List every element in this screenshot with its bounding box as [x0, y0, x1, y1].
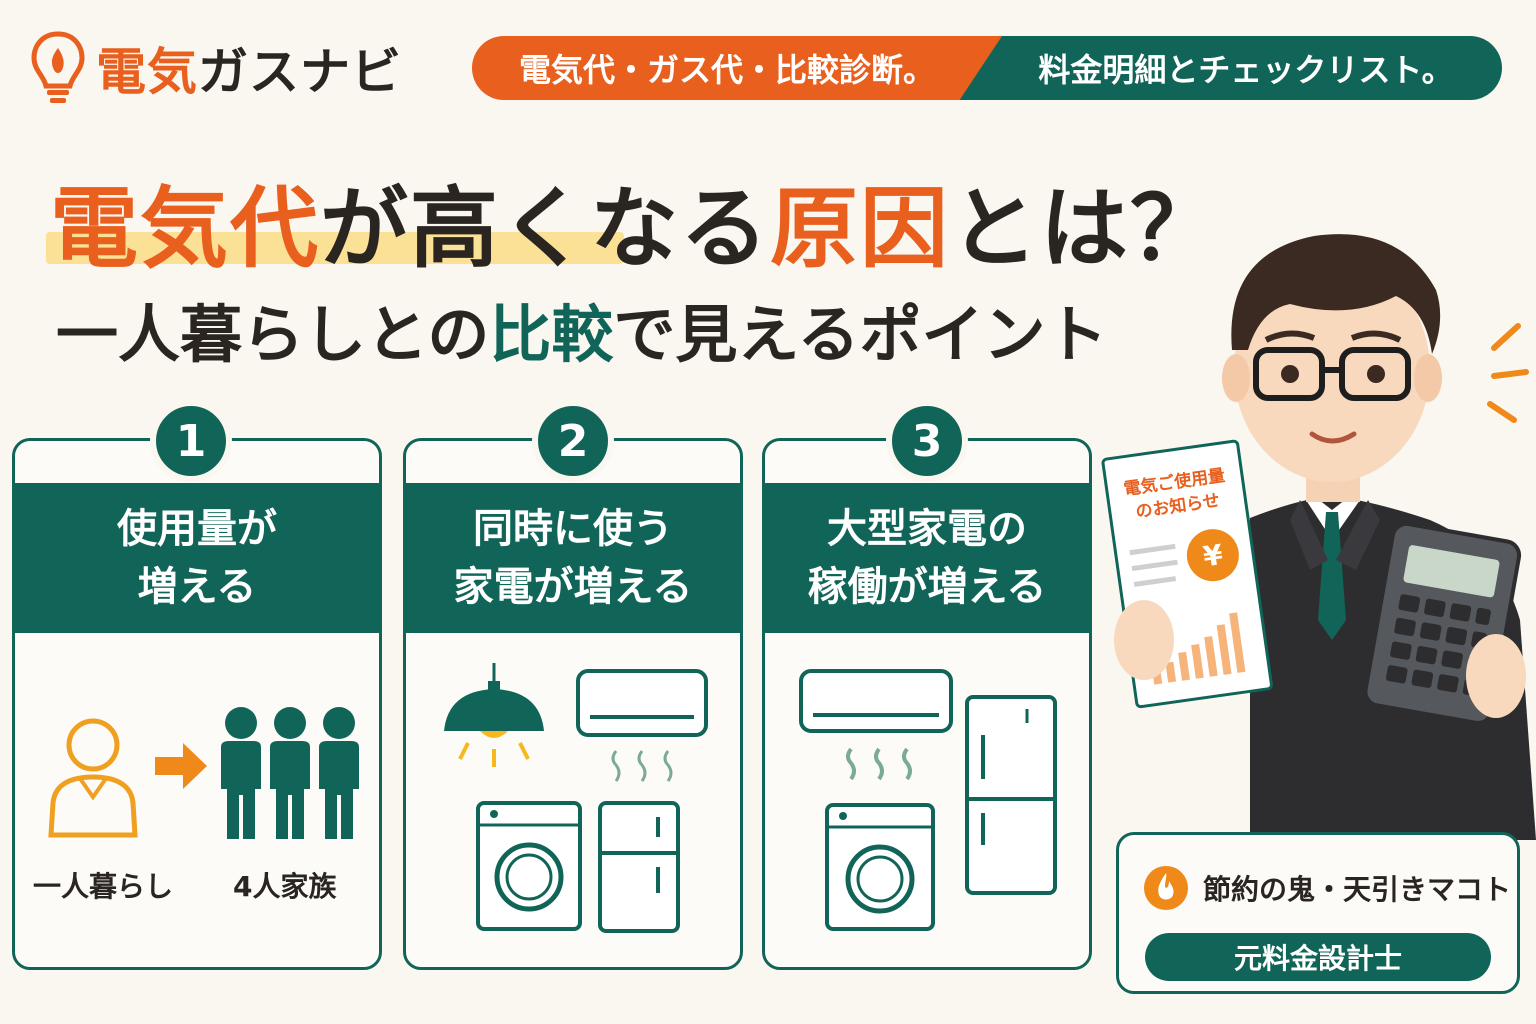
point-card-1: 使用量が増える 一人暮らし 4人家族: [12, 438, 382, 970]
title-overlay-4: とは？: [950, 177, 1221, 280]
advisor-name: 節約の鬼・天引きマコト: [1203, 873, 1512, 906]
point-card-2: 同時に使う家電が増える: [403, 438, 743, 970]
subtitle-text-1: 一人暮らしとの: [56, 298, 490, 371]
brand-name: 電気ガスナビ: [96, 32, 402, 104]
title-overlay: 電気代が高くなる原因とは？: [50, 158, 1221, 280]
family-icon: [221, 707, 359, 839]
card-heading-1: 使用量が増える: [15, 483, 379, 633]
header-pill: 電気代・ガス代・比較診断。 料金明細とチェックリスト。: [472, 36, 1502, 100]
advisor-role: 元料金設計士: [1145, 933, 1491, 981]
card-heading-3: 大型家電の稼働が増える: [765, 483, 1089, 633]
air-conditioner-icon: [576, 669, 708, 782]
advisor-badge: 節約の鬼・天引きマコト 元料金設計士: [1116, 832, 1520, 994]
title-overlay-1: 電気代: [50, 177, 321, 280]
card-number-1: 1: [150, 400, 232, 482]
card-2-heading-line2: 家電が増える: [453, 564, 693, 610]
card-3-heading-line2: 稼働が増える: [807, 564, 1047, 610]
light-bulb-flame-icon: [31, 31, 85, 103]
page-subtitle: 一人暮らしとの比較で見えるポイント: [56, 284, 1108, 374]
point-card-3: 大型家電の稼働が増える: [762, 438, 1092, 970]
card-number-3: 3: [886, 400, 968, 482]
large-refrigerator-icon: [965, 695, 1057, 895]
title-underline: [46, 232, 624, 264]
card-2-heading-line1: 同時に使う: [473, 506, 673, 552]
brand-name-part1: 電気: [96, 43, 198, 101]
flame-icon: [1144, 866, 1188, 910]
header-pill-left: 電気代・ガス代・比較診断。: [472, 36, 1002, 100]
title-overlay-3: 原因: [770, 177, 951, 280]
small-refrigerator-icon: [598, 801, 680, 933]
washing-machine-icon: [476, 801, 582, 931]
pendant-lamp-icon: [444, 663, 544, 767]
brand-name-part2: ガスナビ: [198, 43, 402, 101]
label-single: 一人暮らし: [33, 870, 174, 903]
card-3-heading-line1: 大型家電の: [827, 506, 1027, 552]
subtitle-highlight: 比較: [489, 298, 614, 371]
card-heading-2: 同時に使う家電が増える: [406, 483, 740, 633]
advisor-illustration: 電気ご使用量 のお知らせ ¥: [1101, 234, 1536, 840]
advisor-name-row: 節約の鬼・天引きマコト: [1143, 865, 1511, 911]
air-conditioner-icon: [799, 669, 953, 781]
card-number-2: 2: [532, 400, 614, 482]
washing-machine-icon: [825, 803, 935, 931]
subtitle-text-2: で見えるポイント: [613, 298, 1108, 371]
brand-logo[interactable]: 電気ガスナビ: [30, 28, 402, 108]
title-overlay-2: が高くなる: [320, 177, 771, 280]
single-person-icon: [48, 718, 138, 838]
arrow-right-icon: [155, 743, 207, 789]
card-1-heading-line1: 使用量が: [117, 506, 277, 552]
header-pill-right: 料金明細とチェックリスト。: [960, 36, 1502, 100]
card-1-heading-line2: 増える: [137, 564, 257, 610]
label-family: 4人家族: [233, 870, 337, 903]
